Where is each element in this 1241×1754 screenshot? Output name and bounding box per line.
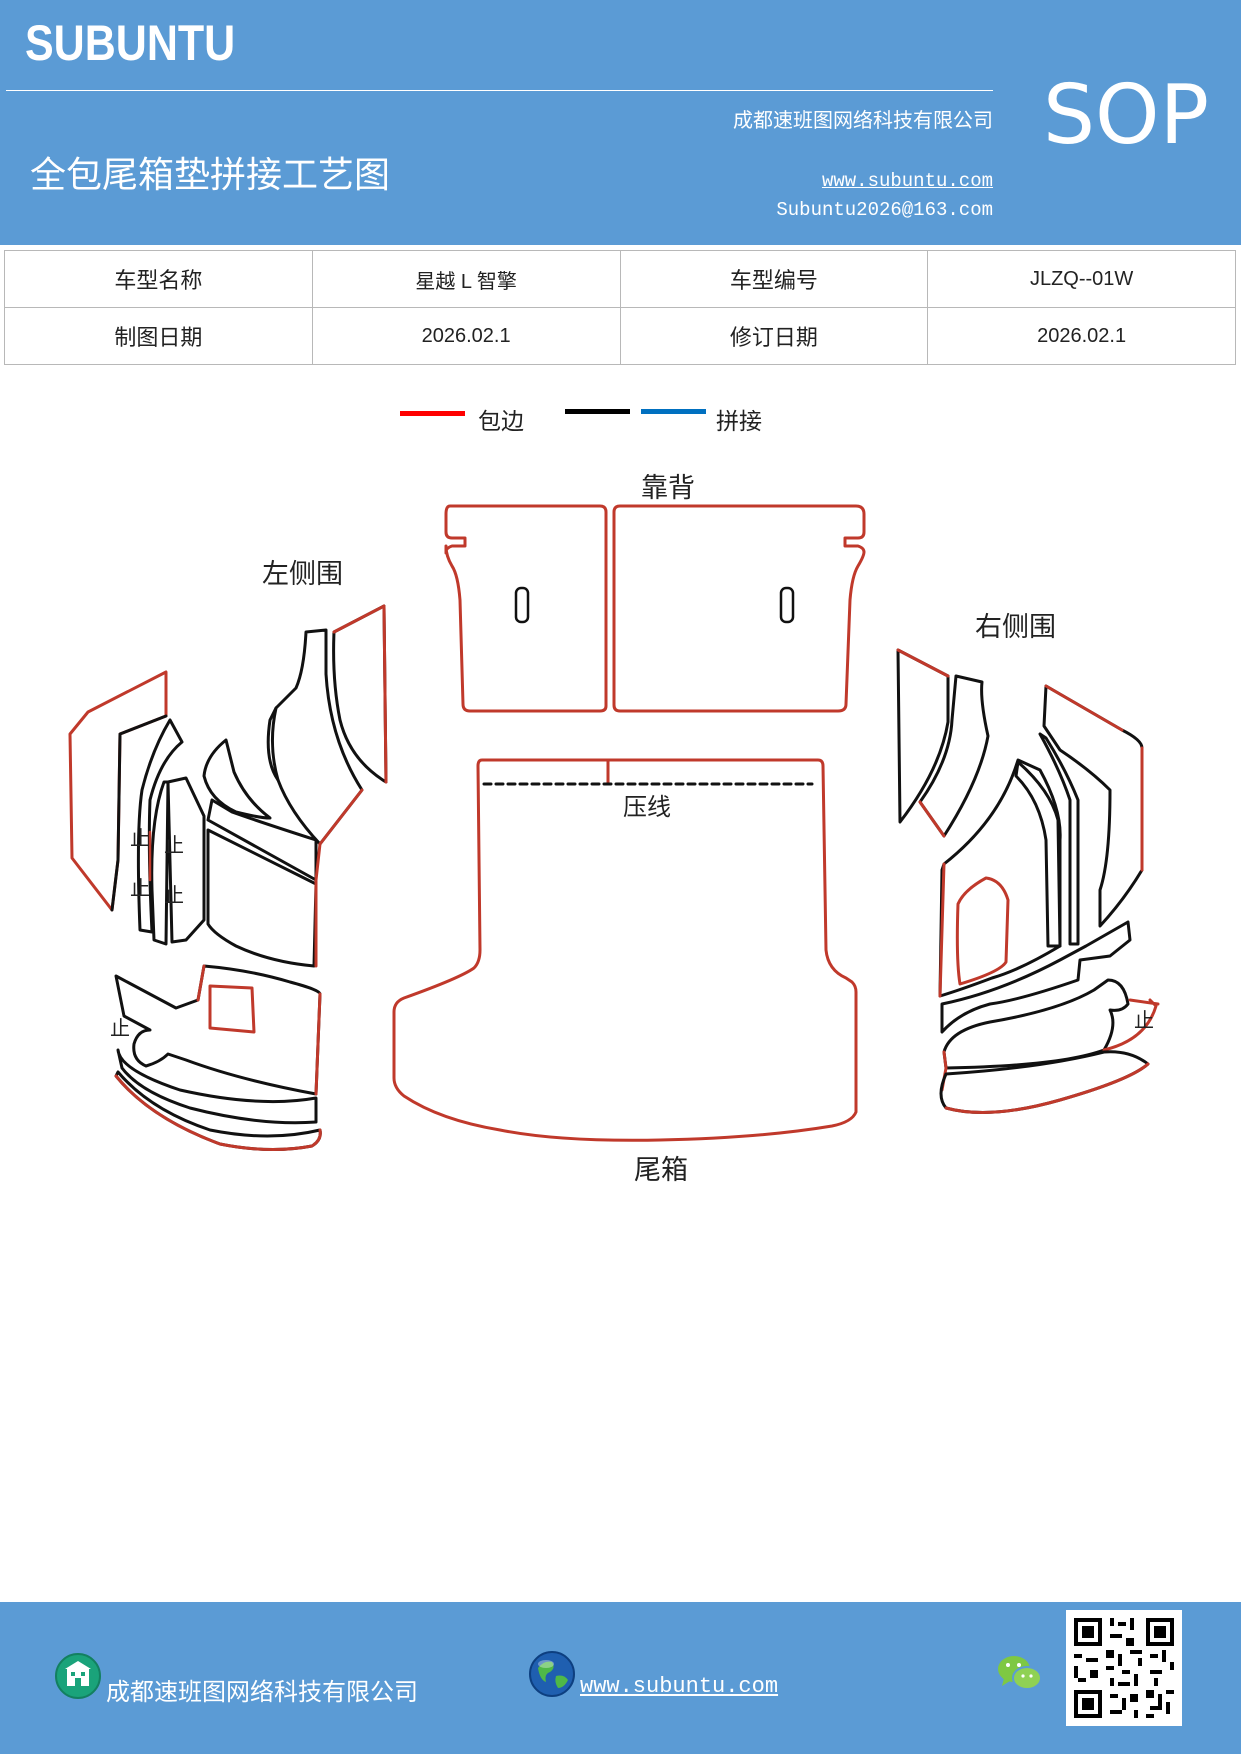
left-side-piece-2 (136, 718, 184, 934)
draw-date-value: 2026.02.1 (311, 307, 621, 365)
backrest-label: 靠背 (641, 473, 695, 504)
left-side-lower-1 (114, 964, 322, 1096)
building-icon (55, 1653, 101, 1699)
legend-edge-label: 包边 (478, 409, 524, 435)
model-code-label: 车型编号 (619, 250, 929, 308)
left-side-upper-3 (332, 604, 388, 784)
model-name-label: 车型名称 (4, 250, 313, 308)
company-name: 成都速班图网络科技有限公司 (733, 108, 993, 132)
trunk-label: 尾箱 (634, 1155, 688, 1186)
left-side-lower-3 (114, 1070, 322, 1152)
legend-edge-line (400, 411, 465, 416)
wechat-icon (998, 1656, 1042, 1690)
stop-mark: 止 (130, 826, 150, 850)
document-title: 全包尾箱垫拼接工艺图 (30, 155, 391, 196)
right-side-lower-1 (940, 920, 1132, 1034)
right-side-main (938, 758, 1062, 998)
sop-badge: SOP (1043, 68, 1210, 163)
stop-mark: 止 (164, 833, 184, 857)
model-name-value: 星越 L 智擎 (311, 250, 621, 308)
stop-mark: 止 (1134, 1008, 1154, 1032)
left-side-piece-6 (206, 828, 318, 968)
backrest-right-slot (779, 586, 795, 624)
legend-seam-line (641, 409, 706, 414)
backrest-left-slot (514, 586, 530, 624)
header-banner: SUBUNTU 成都速班图网络科技有限公司 全包尾箱垫拼接工艺图 www.sub… (0, 0, 1241, 245)
left-side-piece-3 (150, 780, 170, 946)
footer-company: 成都速班图网络科技有限公司 (106, 1678, 418, 1706)
right-side-piece-5 (1014, 760, 1062, 948)
website-link[interactable]: www.subuntu.com (821, 170, 993, 192)
brand-logo: SUBUNTU (25, 15, 236, 71)
left-side-upper-2 (270, 628, 364, 846)
left-side-piece-4 (166, 776, 206, 944)
right-side-outer (896, 648, 950, 824)
crease-label: 压线 (623, 793, 671, 821)
right-side-window (955, 876, 1010, 986)
trunk-floor-panel (392, 758, 858, 1142)
email-address: Subuntu2026@163.com (776, 199, 993, 221)
pattern-diagram: 止 止 止 止 止 止 靠背 左侧围 右侧围 压线 尾箱 (68, 473, 1160, 1186)
right-side-piece-3 (1042, 684, 1144, 928)
right-side-piece-2 (918, 674, 990, 838)
left-side-upper-1 (202, 738, 272, 820)
stop-mark: 止 (130, 876, 150, 900)
revise-date-label: 修订日期 (619, 307, 929, 365)
footer-website-link[interactable]: www.subuntu.com (580, 1674, 779, 1699)
table-row: 制图日期 2026.02.1 修订日期 2026.02.1 (4, 307, 1236, 365)
revise-date-value: 2026.02.1 (927, 307, 1236, 365)
vehicle-info-table: 车型名称 星越 L 智擎 车型编号 JLZQ--01W 制图日期 2026.02… (4, 250, 1236, 365)
qr-code (1066, 1610, 1182, 1726)
backrest-left-panel (444, 504, 608, 713)
right-side-piece-4 (1038, 732, 1080, 946)
model-code-value: JLZQ--01W (927, 250, 1236, 308)
stop-mark: 止 (164, 883, 184, 907)
draw-date-label: 制图日期 (4, 307, 313, 365)
table-row: 车型名称 星越 L 智擎 车型编号 JLZQ--01W (4, 250, 1236, 308)
left-side-window (208, 984, 256, 1034)
left-side-lower-2 (116, 1048, 318, 1125)
globe-icon (529, 1651, 575, 1697)
stop-mark: 止 (110, 1016, 130, 1040)
backrest-right-panel (612, 504, 866, 713)
legend-seam-label: 拼接 (716, 409, 762, 435)
header-divider (6, 90, 993, 91)
legend-black-line (565, 409, 630, 414)
left-side-label: 左侧围 (262, 559, 343, 590)
right-side-label: 右侧围 (975, 612, 1056, 643)
qr-code-image (1066, 1610, 1182, 1726)
